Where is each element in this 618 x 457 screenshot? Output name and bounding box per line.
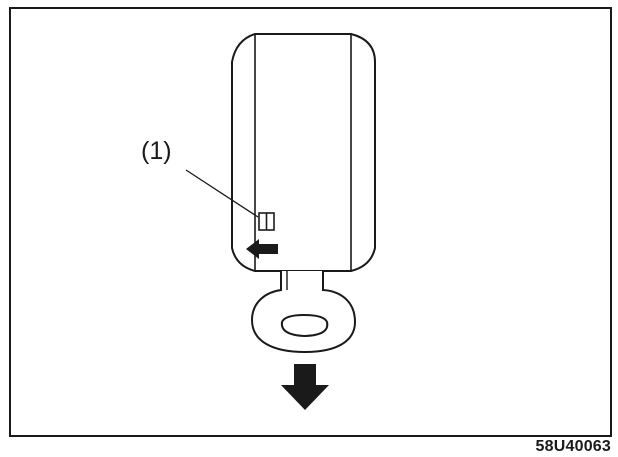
down-arrow-icon bbox=[281, 364, 329, 410]
mechanical-key-head bbox=[250, 271, 357, 354]
key-hole bbox=[280, 313, 329, 338]
figure-code: 58U40063 bbox=[535, 438, 611, 455]
callout-leader-line bbox=[185, 169, 259, 218]
callout-label-1: (1) bbox=[141, 137, 172, 165]
figure-frame bbox=[9, 7, 612, 437]
key-fob-body bbox=[231, 33, 376, 272]
left-arrow-icon bbox=[246, 239, 278, 259]
release-button-icon bbox=[258, 212, 275, 231]
